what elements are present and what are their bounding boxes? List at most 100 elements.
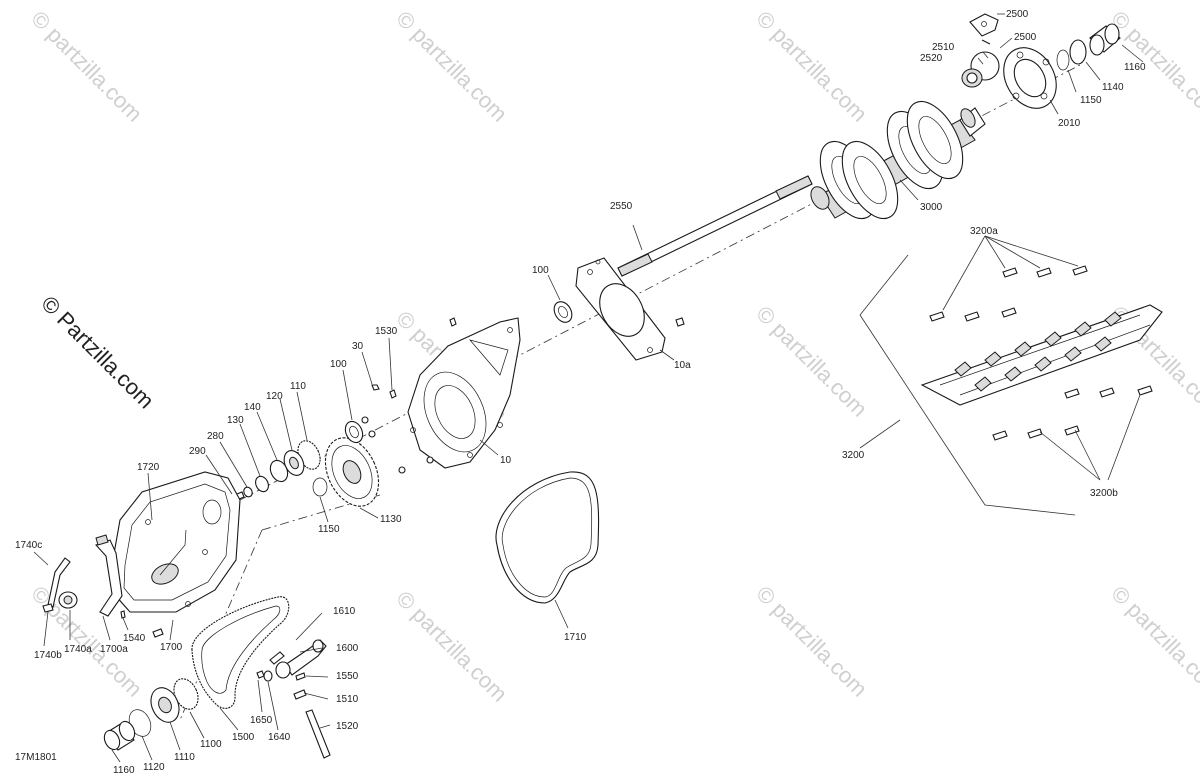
end-cap-group (961, 13, 1121, 109)
callout-1100: 1100 (200, 739, 222, 750)
dipstick-1700a (95, 539, 123, 617)
watermark: © partzilla.com (1106, 581, 1200, 702)
callout-110: 110 (290, 381, 306, 392)
callout-1530: 1530 (375, 326, 398, 337)
watermark: © partzilla.com (391, 586, 512, 707)
hose-1740c (47, 557, 71, 608)
pin (981, 39, 991, 45)
gasket-1710 (495, 471, 600, 604)
spacer-140 (269, 459, 289, 483)
watermark: © partzilla.com (751, 581, 872, 702)
diagram-code: 17M1801 (15, 752, 57, 763)
callout-1130: 1130 (380, 514, 402, 525)
callout-1160: 1160 (1124, 62, 1146, 73)
lower-sprocket-stack (103, 678, 199, 751)
callout-1110: 1110 (174, 752, 195, 763)
callout-1650: 1650 (250, 715, 273, 726)
callout-1500: 1500 (232, 732, 255, 743)
fitting-1740b (42, 603, 54, 613)
callout-1610: 1610 (333, 606, 356, 617)
callout-1740c: 1740c (15, 540, 42, 551)
watermark: © partzilla.com (1106, 6, 1200, 127)
chaincase-cover-1720 (111, 471, 241, 613)
watermark: © partzilla.com (391, 6, 512, 127)
ring-1150b (312, 477, 328, 497)
callout-130: 130 (227, 415, 244, 426)
nut-30 (371, 384, 380, 391)
callout-2550: 2550 (610, 201, 633, 212)
bearing-100 (344, 420, 364, 444)
callout-1540: 1540 (123, 633, 146, 644)
bolt (449, 317, 457, 327)
callout-1150: 1150 (318, 524, 340, 535)
callout-10a: 10a (674, 360, 691, 371)
callout-2500: 2500 (1014, 32, 1037, 43)
callout-280: 280 (207, 431, 224, 442)
nut-1650 (256, 670, 265, 679)
watermark: © partzilla.com (751, 6, 872, 127)
watermark: © partzilla.com (751, 301, 872, 422)
callout-100: 100 (532, 265, 549, 276)
cap-1160 (1089, 23, 1121, 56)
pin-dowel (675, 317, 685, 327)
callout-290: 290 (189, 446, 206, 457)
slider-pad-3200 (859, 254, 1163, 516)
side-brand: © Partzilla.com (36, 291, 159, 414)
callout-1640: 1640 (268, 732, 291, 743)
upper-sprocket-stack (231, 440, 321, 502)
tensioner-1600 (269, 639, 327, 679)
callout-1720: 1720 (137, 462, 160, 473)
callout-3200b: 3200b (1090, 488, 1118, 499)
callout-1160: 1160 (113, 765, 135, 776)
callout-1710: 1710 (564, 632, 587, 643)
callout-1150: 1150 (1080, 95, 1102, 106)
chaincase-10 (407, 317, 521, 469)
callout-1140: 1140 (1102, 82, 1124, 93)
bolt-1510 (293, 689, 307, 700)
callout-100: 100 (330, 359, 347, 370)
callout-10: 10 (500, 455, 512, 466)
callout-1740a: 1740a (64, 644, 92, 655)
callout-1700a: 1700a (100, 644, 128, 655)
callout-labels: 2500 2510 2520 2500 1160 1140 1150 2010 … (15, 9, 1146, 776)
washer-1640 (263, 670, 273, 682)
bolt (152, 628, 164, 638)
callout-2510: 2510 (932, 42, 955, 53)
callout-1550: 1550 (336, 671, 359, 682)
bolt-1540 (120, 610, 126, 619)
callout-1700: 1700 (160, 642, 183, 653)
callout-3200a: 3200a (970, 226, 998, 237)
callout-140: 140 (244, 402, 261, 413)
ring-1140 (1069, 39, 1087, 65)
bolt-1530 (389, 389, 397, 399)
jackshaft-2550 (617, 175, 813, 277)
callout-30: 30 (352, 341, 364, 352)
screw-1550 (295, 672, 306, 681)
bracket-2500 (969, 13, 999, 37)
callout-120: 120 (266, 391, 283, 402)
rod-1520 (305, 709, 331, 759)
callout-1740b: 1740b (34, 650, 62, 661)
callout-1600: 1600 (336, 643, 359, 654)
callout-3200: 3200 (842, 450, 865, 461)
chain-1500 (191, 596, 290, 709)
callout-2500: 2500 (1006, 9, 1029, 20)
leader-lines (33, 13, 1144, 763)
callout-2010: 2010 (1058, 118, 1081, 129)
callout-3000: 3000 (920, 202, 943, 213)
clips-3200b (992, 385, 1153, 441)
gear-1130 (324, 437, 380, 507)
clips-3200a (929, 265, 1088, 322)
callout-1510: 1510 (336, 694, 359, 705)
watermark: © partzilla.com (26, 6, 147, 127)
plate-2010 (1003, 47, 1057, 109)
seal-100 (553, 301, 573, 323)
gasket-plate-10a (575, 257, 666, 361)
washer-280 (243, 486, 253, 498)
ring-1150 (1056, 49, 1070, 71)
washer-130 (255, 475, 269, 493)
callout-1520: 1520 (336, 721, 359, 732)
assembly-axis (239, 64, 1081, 501)
callout-1120: 1120 (143, 762, 165, 773)
